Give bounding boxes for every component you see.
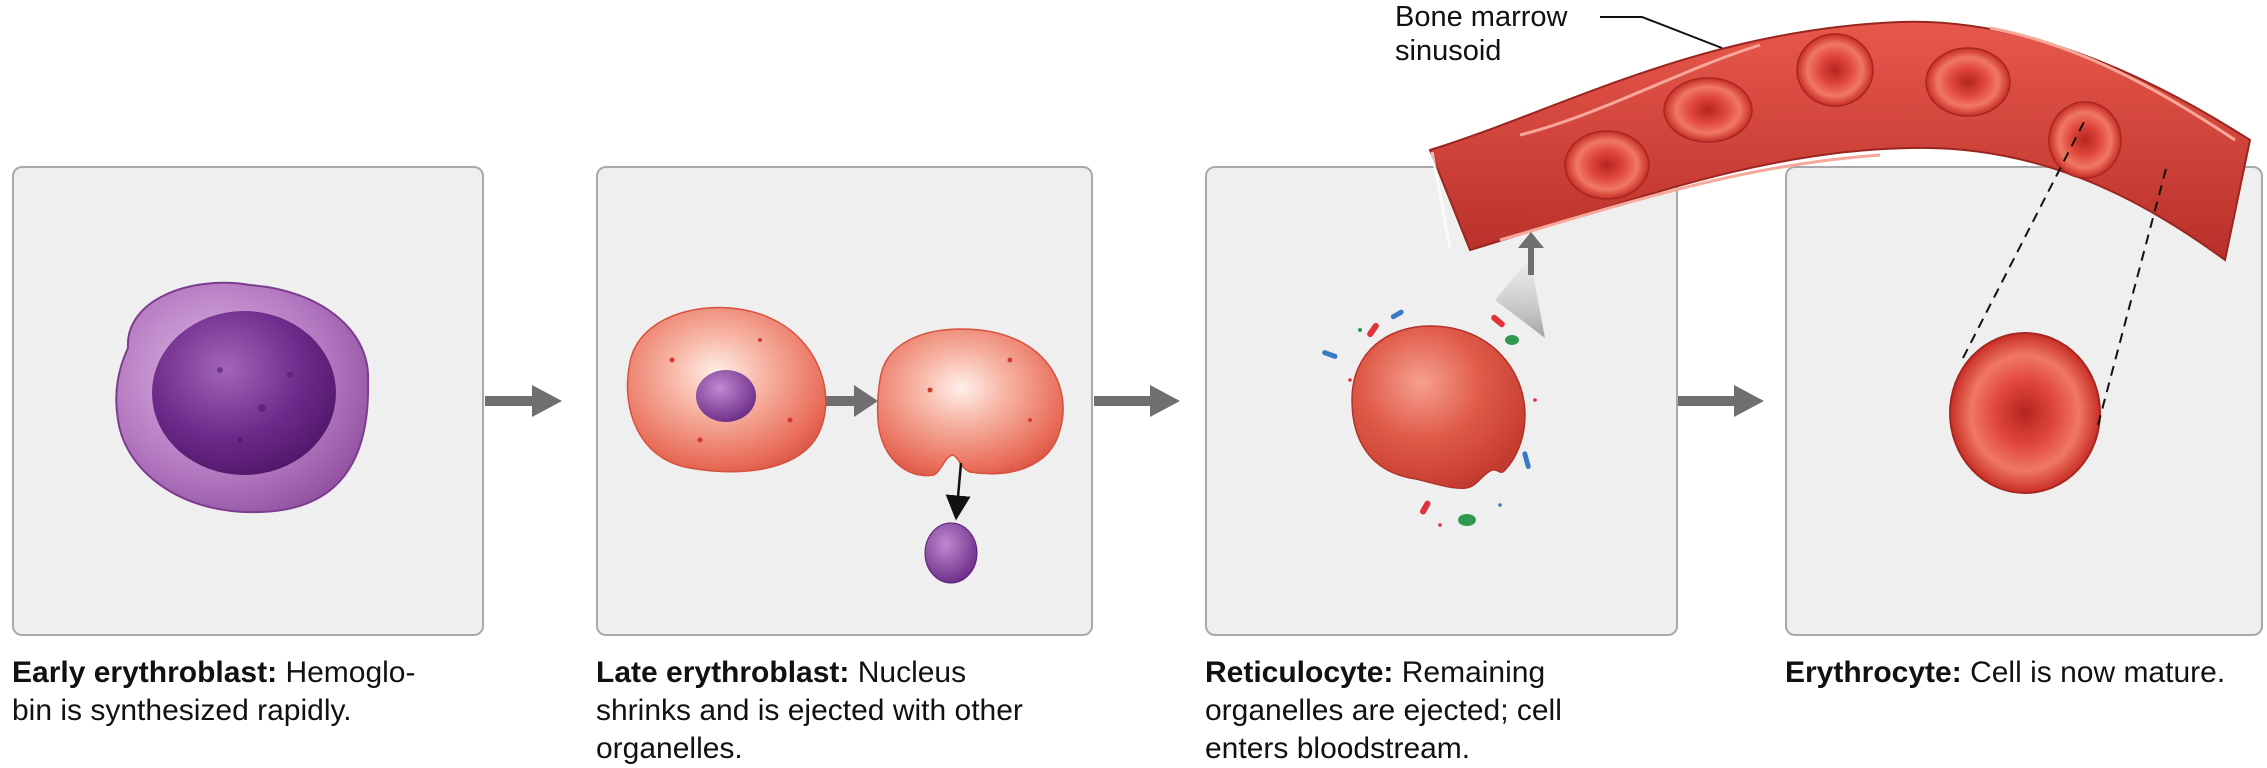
sinusoid-label: Bone marrow sinusoid: [1395, 0, 1567, 68]
arrow-1: [485, 385, 562, 417]
bone-marrow-sinusoid: [1428, 20, 2252, 275]
caption-late-erythroblast: Late erythroblast: Nucleus shrinks and is…: [596, 654, 1076, 768]
caption-title: Erythrocyte:: [1785, 656, 1962, 689]
caption-line: organelles are ejected; cell: [1205, 694, 1562, 727]
caption-line: Hemoglo-: [285, 656, 416, 689]
caption-line: organelles.: [596, 732, 743, 765]
caption-line: Cell is now mature.: [1970, 656, 2226, 689]
erythrocyte-cell: [1949, 119, 2168, 494]
caption-line: bin is synthesized rapidly.: [12, 694, 352, 727]
caption-line: shrinks and is ejected with other: [596, 694, 1023, 727]
sinusoid-leader-line: [1600, 16, 1723, 49]
caption-title: Late erythroblast:: [596, 656, 850, 689]
late-erythroblast-cell: [626, 306, 827, 473]
sinusoid-label-line2: sinusoid: [1395, 35, 1502, 67]
early-erythroblast-cell: [115, 281, 370, 514]
caption-line: enters bloodstream.: [1205, 732, 1471, 765]
caption-reticulocyte: Reticulocyte: Remaining organelles are ej…: [1205, 654, 1675, 768]
caption-line: Nucleus: [857, 656, 967, 689]
caption-line: Remaining: [1401, 656, 1546, 689]
reticulocyte-cell: [1322, 258, 1545, 527]
arrow-3: [1678, 385, 1764, 417]
caption-erythrocyte: Erythrocyte: Cell is now mature.: [1785, 654, 2265, 692]
ejecting-cell: [876, 328, 1064, 584]
arrow-2: [1094, 385, 1180, 417]
sinusoid-label-line1: Bone marrow: [1395, 1, 1568, 33]
caption-title: Early erythroblast:: [12, 656, 278, 689]
arrow-inner: [818, 385, 878, 417]
caption-early-erythroblast: Early erythroblast: Hemoglo-bin is synth…: [12, 654, 472, 730]
caption-title: Reticulocyte:: [1205, 656, 1394, 689]
